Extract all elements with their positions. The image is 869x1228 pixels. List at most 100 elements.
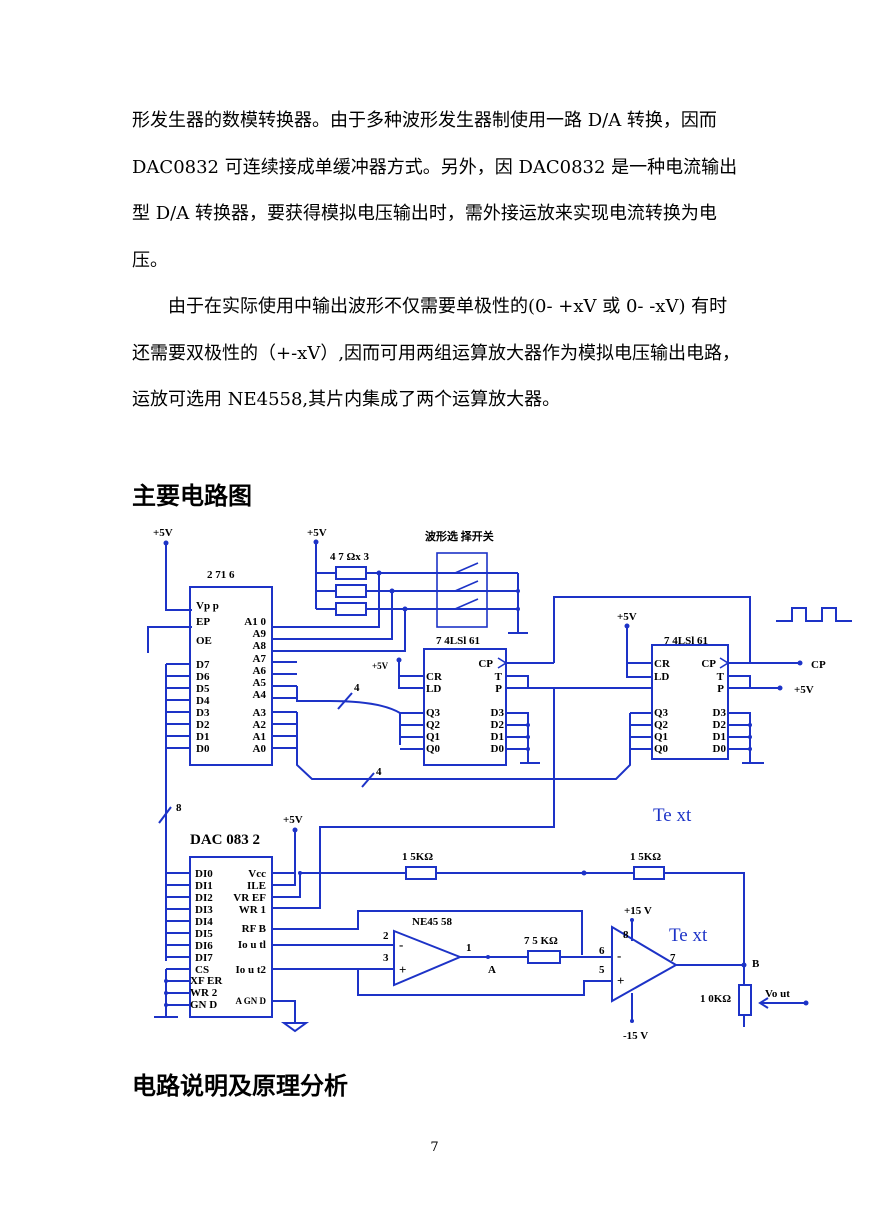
bus4-b-label: 4 [376,766,382,778]
heading-explanation: 电路说明及原理分析 [132,1072,348,1100]
svg-text:DI3: DI3 [195,904,213,916]
svg-text:A5: A5 [253,677,267,689]
svg-text:D4: D4 [196,695,210,707]
vcc-resistor-label: +5V [307,527,327,539]
r4-label: 1 0KΩ [700,993,731,1005]
svg-text:P: P [495,683,502,695]
r2-label: 1 5KΩ [630,851,661,863]
svg-text:WR 2: WR 2 [190,987,218,999]
svg-text:D2: D2 [713,719,727,731]
svg-text:A1 0: A1 0 [244,616,266,628]
svg-text:DI4: DI4 [195,916,213,928]
svg-text:XF ER: XF ER [190,975,223,987]
svg-text:CP: CP [701,658,716,670]
node-b-label: B [752,958,760,970]
svg-text:GN D: GN D [190,999,217,1011]
svg-text:Vcc: Vcc [248,868,266,880]
counter2-vcc-label: +5V [617,611,637,623]
svg-text:Q1: Q1 [426,731,440,743]
svg-text:-: - [399,937,403,952]
op2-pin8: 8 [623,929,629,941]
plus15-label: +15 V [624,905,652,917]
svg-text:LD: LD [426,683,441,695]
svg-text:A0: A0 [253,743,267,755]
svg-text:D7: D7 [196,659,210,671]
svg-text:A4: A4 [253,689,267,701]
svg-text:T: T [717,671,725,683]
eprom-left-pins: Vp p EP OE D7 D6 D5 D4 D3 D2 D1 D0 [196,600,219,755]
op2-pin6: 6 [599,945,605,957]
svg-text:A2: A2 [253,719,267,731]
svg-text:A6: A6 [253,665,267,677]
text-annotation-a: Te xt [653,805,692,826]
paragraph-2: 由于在实际使用中输出波形不仅需要单极性的(0- +xV 或 0- -xV) 有时… [132,296,741,410]
svg-text:Q2: Q2 [426,719,441,731]
svg-text:DI7: DI7 [195,952,213,964]
svg-text:DI6: DI6 [195,940,213,952]
text-annotation-b: Te xt [669,925,708,946]
svg-text:EP: EP [196,616,210,628]
vout-label: Vo ut [765,988,790,1000]
svg-text:CS: CS [195,964,209,976]
op2-pin7: 7 [670,952,676,964]
svg-text:A3: A3 [253,707,267,719]
op1-pin1: 1 [466,942,472,954]
node-a-label: A [488,964,496,976]
counter1-right-pins: CP T P D3 D2 D1 D0 [478,658,504,755]
svg-text:D1: D1 [196,731,209,743]
dac-right-pins: Vcc ILE VR EF WR 1 RF B Io u tl Io u t2 … [233,868,266,1006]
heading-main-circuit: 主要电路图 [132,482,252,510]
svg-text:ILE: ILE [247,880,266,892]
counter2-right-pins: CP T P D3 D2 D1 D0 [701,658,726,755]
svg-text:A7: A7 [253,653,267,665]
dac-name: DAC 083 2 [190,832,260,848]
svg-text:DI5: DI5 [195,928,213,940]
svg-text:Q0: Q0 [654,743,669,755]
svg-text:WR 1: WR 1 [239,904,266,916]
svg-text:D5: D5 [196,683,210,695]
svg-text:Io u t2: Io u t2 [235,964,266,976]
svg-text:Q3: Q3 [426,707,441,719]
svg-text:Io u tl: Io u tl [238,939,266,951]
svg-text:Q3: Q3 [654,707,669,719]
svg-text:D6: D6 [196,671,210,683]
svg-text:P: P [717,683,724,695]
op1-pin3: 3 [383,952,389,964]
svg-text:DI1: DI1 [195,880,213,892]
counter2-left-pins: CR LD Q3 Q2 Q1 Q0 [654,658,671,755]
svg-text:DI0: DI0 [195,868,213,880]
r3-label: 7 5 KΩ [524,935,558,947]
paragraph-1: 形发生器的数模转换器。由于多种波形发生器制使用一路 D/A 转换，因而 DAC0… [132,110,738,271]
bus8-label: 8 [176,802,182,814]
vcc-left-label: +5V [153,527,173,539]
counter1-left-pins: CR LD Q3 Q2 Q1 Q0 [426,671,443,755]
svg-text:D0: D0 [491,743,505,755]
svg-text:CP: CP [478,658,493,670]
cp-output-label: CP [811,659,826,671]
svg-text:D1: D1 [713,731,726,743]
svg-text:Q2: Q2 [654,719,669,731]
page-number: 7 [430,1140,439,1155]
eprom-name: 2 71 6 [207,569,235,581]
svg-text:Vp p: Vp p [196,600,219,612]
svg-text:+: + [399,962,406,977]
op1-pin2: 2 [383,930,389,942]
svg-text:OE: OE [196,635,212,647]
resistor-pack-label: 4 7 Ωx 3 [330,551,370,563]
svg-text:D3: D3 [196,707,210,719]
svg-text:T: T [495,671,503,683]
counter1-vcc-label: +5V [372,661,389,671]
bus4-a-label: 4 [354,682,360,694]
svg-text:CR: CR [654,658,671,670]
svg-text:A9: A9 [253,628,267,640]
p5v-output-label: +5V [794,684,814,696]
svg-text:RF B: RF B [242,923,267,935]
op2-pin5: 5 [599,964,605,976]
svg-text:D3: D3 [713,707,727,719]
svg-text:CR: CR [426,671,443,683]
svg-text:A8: A8 [253,640,267,652]
r1-label: 1 5KΩ [402,851,433,863]
dac-left-pins: DI0 DI1 DI2 DI3 DI4 DI5 DI6 DI7 CS XF ER… [190,868,223,1011]
svg-text:LD: LD [654,671,669,683]
svg-text:D3: D3 [491,707,505,719]
